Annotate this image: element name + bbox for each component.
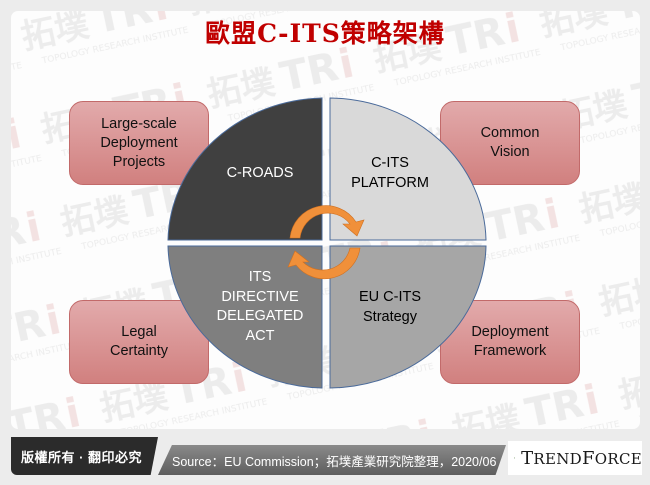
trendforce-mark-icon [514, 457, 516, 459]
quadrant-label-c-its-platform: C-ITS PLATFORM [351, 155, 429, 191]
quadrant-bottom-right [329, 245, 487, 389]
cycle-arrows-icon [287, 205, 365, 280]
box-legal-certainty: Legal Certainty [69, 300, 209, 384]
trendforce-wordmark: TRENDFORCE [521, 447, 642, 469]
page-title: 歐盟C-ITS策略架構 [205, 19, 445, 48]
quadrant-label-its-directive: ITS DIRECTIVE DELEGATED ACT [216, 269, 304, 344]
quadrant-label-c-roads: C-ROADS [226, 165, 294, 181]
quadrant-top-left [167, 97, 323, 241]
source-citation: Source：EU Commission；拓墣產業研究院整理，2020/06 [158, 445, 506, 475]
quadrant-top-right [329, 97, 487, 241]
trendforce-logo: TRENDFORCE [508, 441, 642, 475]
copyright-notice: 版權所有 · 翻印必究 [11, 437, 158, 475]
box-common-vision: Common Vision [440, 101, 580, 185]
quadrant-bottom-left [167, 245, 323, 389]
quadrant-label-eu-c-its-strategy: EU C-ITS Strategy [358, 289, 422, 325]
box-large-scale-deployment-projects: Large-scale Deployment Projects [69, 101, 209, 185]
footer: 版權所有 · 翻印必究 Source：EU Commission；拓墣產業研究院… [0, 437, 650, 477]
